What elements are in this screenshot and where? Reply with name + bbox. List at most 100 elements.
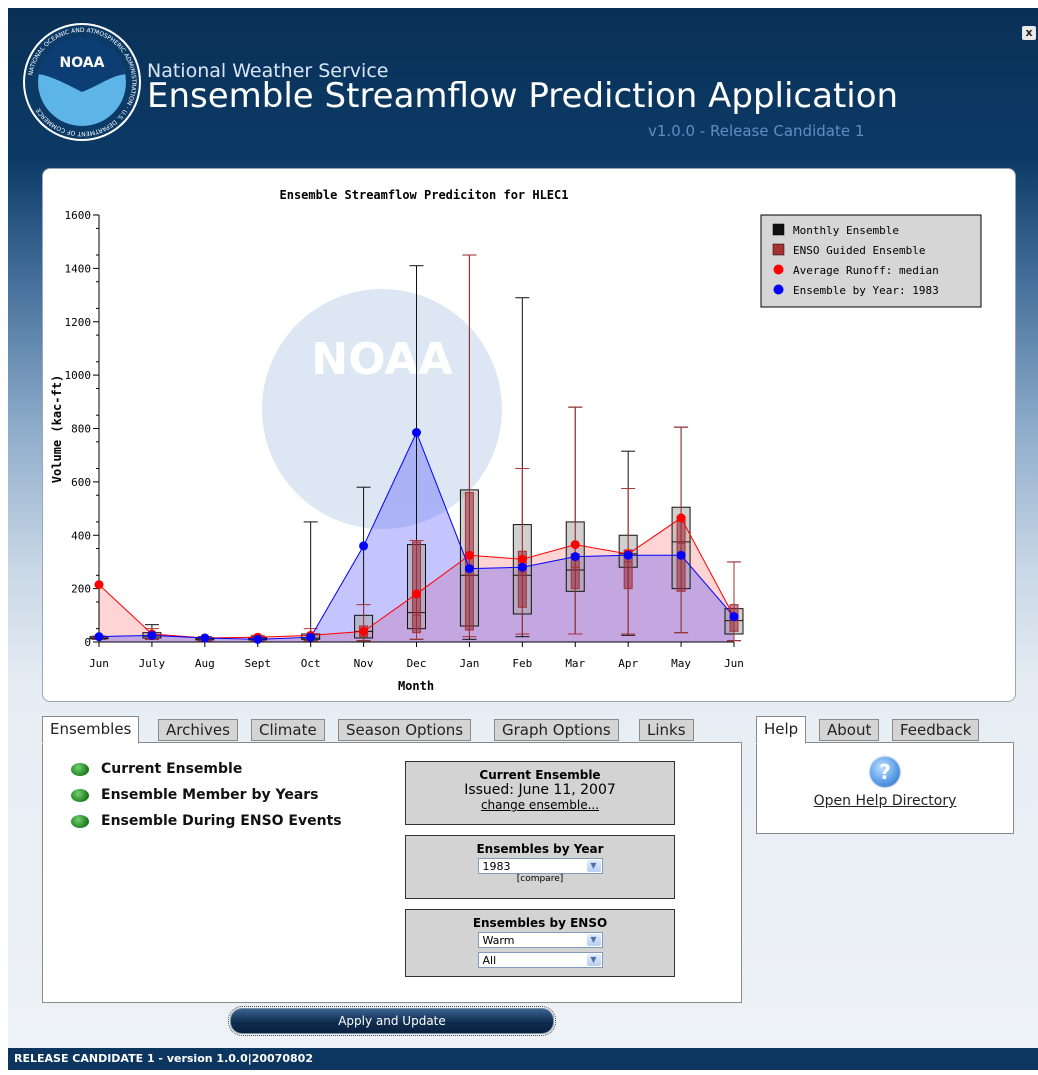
year-point [359, 541, 369, 551]
year-point [306, 632, 316, 642]
tab-links[interactable]: Links [639, 719, 694, 741]
compare-link[interactable]: [compare] [516, 874, 564, 884]
noaa-logo-text: NOAA [60, 55, 105, 71]
legend-label: Average Runoff: median [793, 264, 939, 277]
x-tick-label: Jun [724, 657, 744, 670]
option-current-ensemble[interactable]: Current Ensemble [71, 761, 242, 781]
footer-status: RELEASE CANDIDATE 1 - version 1.0.0|2007… [8, 1048, 1038, 1070]
x-axis-label: Month [398, 679, 434, 693]
ensembles-by-year-box: Ensembles by Year 1983 ▼ [compare] [405, 835, 675, 899]
apply-and-update-button[interactable]: Apply and Update [228, 1006, 556, 1036]
current-ensemble-box: Current Ensemble Issued: June 11, 2007 c… [405, 761, 675, 825]
tab-climate[interactable]: Climate [251, 719, 325, 741]
green-dot-icon [71, 814, 89, 828]
median-point [676, 513, 686, 523]
issued-date: Issued: June 11, 2007 [464, 782, 616, 798]
option-label: Ensemble Member by Years [101, 787, 319, 803]
y-tick-label: 600 [71, 476, 91, 489]
year-point [200, 633, 210, 643]
help-question-icon[interactable]: ? [870, 757, 900, 787]
year-point [94, 632, 104, 642]
green-dot-icon [71, 762, 89, 776]
open-help-directory-link[interactable]: Open Help Directory [813, 793, 957, 809]
year-point [517, 562, 527, 572]
x-tick-label: May [671, 657, 691, 670]
tab-help[interactable]: Help [756, 716, 807, 744]
enso-box [412, 541, 421, 634]
year-point [676, 550, 686, 560]
year-point [729, 612, 739, 622]
y-tick-label: 400 [71, 529, 91, 542]
y-tick-label: 1400 [65, 262, 92, 275]
legend-label: Monthly Ensemble [793, 224, 899, 237]
year-point [147, 630, 157, 640]
year-point [570, 552, 580, 562]
change-ensemble-link[interactable]: change ensemble... [480, 798, 600, 812]
chevron-down-icon: ▼ [586, 860, 601, 872]
option-ensemble-member-by-years[interactable]: Ensemble Member by Years [71, 787, 319, 807]
x-tick-label: Mar [565, 657, 585, 670]
tab-about[interactable]: About [819, 719, 880, 741]
x-tick-label: Aug [195, 657, 215, 670]
legend-label: ENSO Guided Ensemble [793, 244, 925, 257]
enso-phase-select[interactable]: Warm ▼ [477, 932, 603, 948]
y-tick-label: 0 [84, 636, 91, 649]
y-axis-label: Volume (kac-ft) [50, 375, 64, 483]
ensembles-by-year-title: Ensembles by Year [476, 842, 604, 856]
x-tick-label: Oct [301, 657, 321, 670]
header: NATIONAL OCEANIC AND ATMOSPHERIC ADMINIS… [8, 8, 1038, 158]
option-label: Ensemble During ENSO Events [101, 813, 342, 829]
close-button[interactable]: x [1022, 26, 1036, 40]
year-select[interactable]: 1983 ▼ [477, 858, 603, 874]
app-window: NATIONAL OCEANIC AND ATMOSPHERIC ADMINIS… [8, 8, 1038, 1070]
chevron-down-icon: ▼ [586, 954, 601, 966]
option-ensemble-during-enso[interactable]: Ensemble During ENSO Events [71, 813, 342, 833]
ensembles-by-enso-box: Ensembles by ENSO Warm ▼ All ▼ [405, 909, 675, 977]
tab-archives[interactable]: Archives [158, 719, 238, 741]
current-ensemble-title: Current Ensemble [479, 768, 601, 782]
x-tick-label: Feb [512, 657, 532, 670]
y-tick-label: 200 [71, 583, 91, 596]
x-tick-label: Sept [245, 657, 272, 670]
legend-box [760, 214, 982, 308]
year-point [464, 564, 474, 574]
legend-swatch [773, 284, 784, 295]
x-tick-label: Jan [459, 657, 479, 670]
median-point [570, 540, 580, 550]
chevron-down-icon: ▼ [586, 934, 601, 946]
median-point [94, 580, 104, 590]
median-point [517, 554, 527, 564]
noaa-logo: NATIONAL OCEANIC AND ATMOSPHERIC ADMINIS… [23, 23, 141, 141]
tab-graph-options[interactable]: Graph Options [494, 719, 619, 741]
year-point [253, 634, 263, 644]
year-point [623, 550, 633, 560]
agency-name: National Weather Service [147, 60, 389, 82]
help-panel: ? Open Help Directory [756, 742, 1014, 834]
year-point [412, 428, 421, 438]
enso-box [464, 492, 474, 631]
legend-swatch [773, 264, 784, 275]
version-label: v1.0.0 - Release Candidate 1 [648, 122, 865, 140]
tab-season-options[interactable]: Season Options [338, 719, 472, 741]
x-tick-label: July [139, 657, 166, 670]
main-tabs: Ensembles Archives Climate Season Option… [42, 716, 742, 744]
y-tick-label: 1600 [65, 209, 92, 222]
year-select-value: 1983 [482, 860, 511, 873]
enso-filter-select[interactable]: All ▼ [477, 952, 603, 968]
enso-box [517, 550, 527, 608]
x-tick-label: Jun [89, 657, 109, 670]
help-tabs: Help About Feedback [756, 716, 1016, 744]
y-tick-label: 1000 [65, 369, 92, 382]
option-label: Current Ensemble [101, 761, 243, 777]
watermark-circle [262, 289, 502, 529]
enso-phase-value: Warm [482, 934, 515, 947]
median-point [412, 589, 421, 599]
legend-swatch [772, 223, 785, 236]
y-tick-label: 800 [71, 423, 91, 436]
legend-swatch [772, 243, 785, 256]
tab-feedback[interactable]: Feedback [892, 719, 980, 741]
tab-ensembles[interactable]: Ensembles [42, 716, 140, 744]
app-title: Ensemble Streamflow Prediction Applicati… [147, 76, 899, 116]
